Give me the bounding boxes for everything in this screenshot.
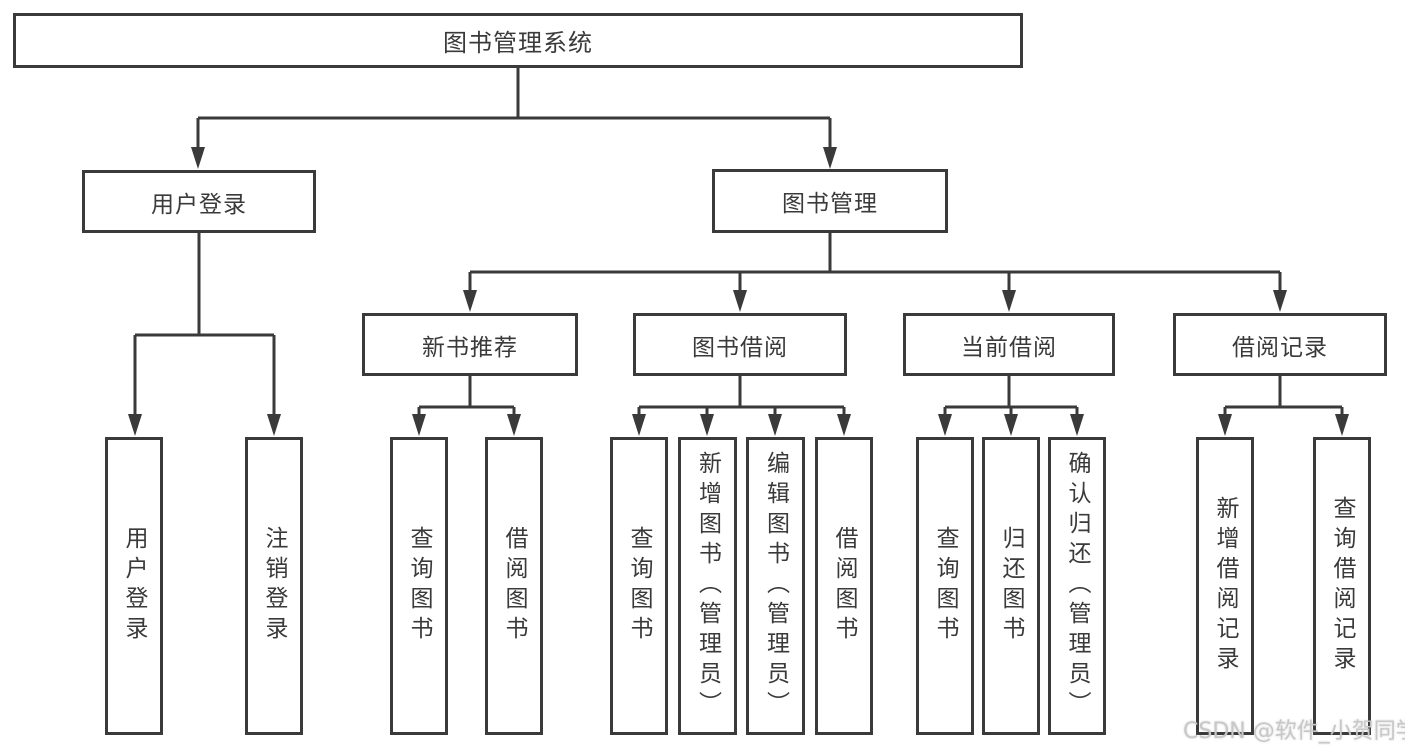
node-label: 新增借阅记录 (1212, 496, 1238, 676)
node-label: 图书管理系统 (443, 29, 593, 57)
node-label: 用户登录 (151, 191, 247, 218)
node-query-borrow-record: 查询借阅记录 (1313, 437, 1371, 735)
node-label: 用户登录 (121, 526, 147, 646)
watermark-text: CSDN @软件_小贺同学 (1183, 719, 1405, 744)
node-borrow-books-leaf: 借阅图书 (815, 437, 873, 735)
node-query-books-borrow: 查询图书 (610, 437, 668, 735)
node-label: 新增图书（管理员） (694, 451, 721, 721)
node-add-books-admin: 新增图书（管理员） (678, 437, 737, 735)
node-book-borrowing: 图书借阅 (633, 313, 847, 376)
node-confirm-return-admin: 确认归还（管理员） (1048, 437, 1106, 735)
node-borrowing-records: 借阅记录 (1173, 313, 1387, 376)
node-label: 编辑图书（管理员） (762, 451, 789, 721)
node-label: 图书管理 (782, 191, 878, 217)
node-add-borrow-record: 新增借阅记录 (1196, 437, 1254, 735)
node-label: 归还图书 (998, 526, 1024, 646)
node-label: 查询图书 (932, 526, 958, 646)
node-label: 借阅图书 (501, 526, 527, 646)
node-label: 借阅图书 (831, 526, 857, 646)
node-new-book-recommendation: 新书推荐 (362, 313, 578, 376)
node-label: 查询借阅记录 (1329, 496, 1355, 676)
node-label: 注销登录 (261, 526, 287, 646)
node-label: 图书借阅 (692, 334, 788, 361)
node-label: 查询图书 (406, 526, 432, 646)
node-borrow-books-recommend: 借阅图书 (485, 437, 543, 735)
node-book-management: 图书管理 (712, 169, 948, 233)
node-user-login-leaf: 用户登录 (105, 437, 163, 735)
node-return-books: 归还图书 (982, 437, 1040, 735)
node-user-login: 用户登录 (82, 170, 316, 233)
node-query-books-current: 查询图书 (916, 437, 974, 735)
node-edit-books-admin: 编辑图书（管理员） (746, 437, 805, 735)
node-query-books-recommend: 查询图书 (390, 437, 448, 735)
node-label: 借阅记录 (1232, 334, 1328, 361)
node-label: 确认归还（管理员） (1064, 451, 1090, 721)
node-logout: 注销登录 (245, 437, 303, 735)
node-label: 当前借阅 (961, 334, 1057, 361)
node-label: 查询图书 (626, 526, 652, 646)
node-label: 新书推荐 (422, 334, 518, 361)
node-library-management-system: 图书管理系统 (13, 13, 1023, 68)
node-current-borrowing: 当前借阅 (903, 313, 1115, 376)
